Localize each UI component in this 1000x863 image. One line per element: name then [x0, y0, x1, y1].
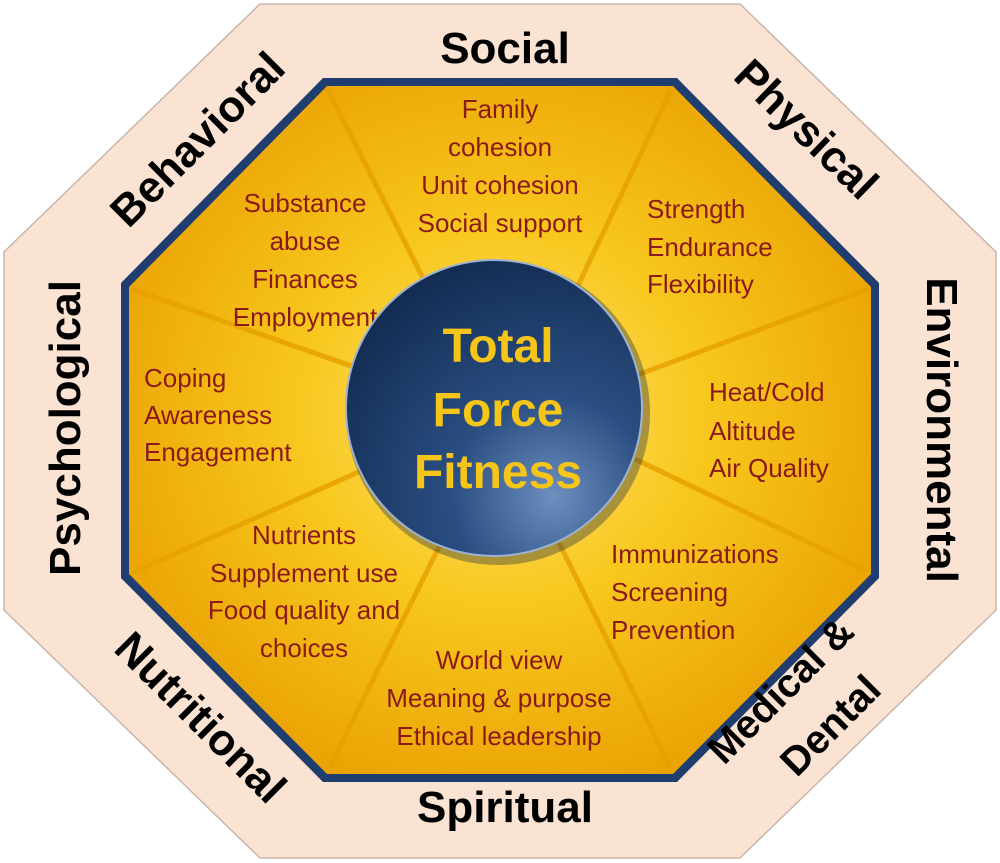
segment-item: Altitude — [709, 416, 796, 446]
segment-item: Finances — [252, 264, 358, 294]
center-circle — [345, 259, 643, 557]
domain-social-label: Social — [440, 24, 570, 73]
segment-item: Endurance — [647, 232, 773, 262]
segment-item: Flexibility — [647, 269, 754, 299]
center-title-line2: Force — [433, 384, 564, 437]
segment-item: abuse — [270, 226, 341, 256]
segment-item: Heat/Cold — [709, 377, 825, 407]
segment-item: Immunizations — [611, 539, 779, 569]
segment-physical-items: Strength Endurance Flexibility — [647, 194, 773, 299]
segment-item: Coping — [144, 363, 226, 393]
domain-environmental-label: Environmental — [917, 277, 966, 583]
segment-item: Meaning & purpose — [386, 683, 611, 713]
segment-item: Substance — [244, 188, 367, 218]
segment-social-items: Family cohesion Unit cohesion Social sup… — [418, 94, 584, 238]
segment-environmental-items: Heat/Cold Altitude Air Quality — [709, 377, 829, 483]
segment-item: Ethical leadership — [396, 721, 601, 751]
segment-item: Unit cohesion — [421, 170, 579, 200]
segment-psychological-items: Coping Awareness Engagement — [144, 363, 292, 467]
segment-item: Social support — [418, 208, 584, 238]
segment-item: Nutrients — [252, 520, 356, 550]
segment-spiritual-items: World view Meaning & purpose Ethical lea… — [386, 645, 611, 751]
domain-spiritual-label: Spiritual — [417, 783, 593, 832]
segment-item: Screening — [611, 577, 728, 607]
segment-item: Engagement — [144, 437, 292, 467]
center-title-line1: Total — [442, 320, 553, 373]
segment-dividers — [131, 87, 869, 773]
segment-item: Food quality and — [208, 595, 400, 625]
segment-item: Employment — [233, 302, 378, 332]
segment-item: World view — [436, 645, 563, 675]
center-title-line3: Fitness — [414, 446, 582, 499]
segment-item: choices — [260, 633, 348, 663]
domain-psychological-label: Psychological — [41, 280, 90, 576]
segment-item: Strength — [647, 194, 745, 224]
segment-item: Supplement use — [210, 558, 398, 588]
segment-item: cohesion — [448, 132, 552, 162]
segment-item: Air Quality — [709, 453, 829, 483]
segment-behavioral-items: Substance abuse Finances Employment — [233, 188, 378, 332]
segment-item: Prevention — [611, 615, 735, 645]
segment-nutritional-items: Nutrients Supplement use Food quality an… — [208, 520, 400, 663]
segment-item: Awareness — [144, 400, 272, 430]
segment-medical-items: Immunizations Screening Prevention — [611, 539, 779, 645]
segment-item: Family — [462, 94, 539, 124]
